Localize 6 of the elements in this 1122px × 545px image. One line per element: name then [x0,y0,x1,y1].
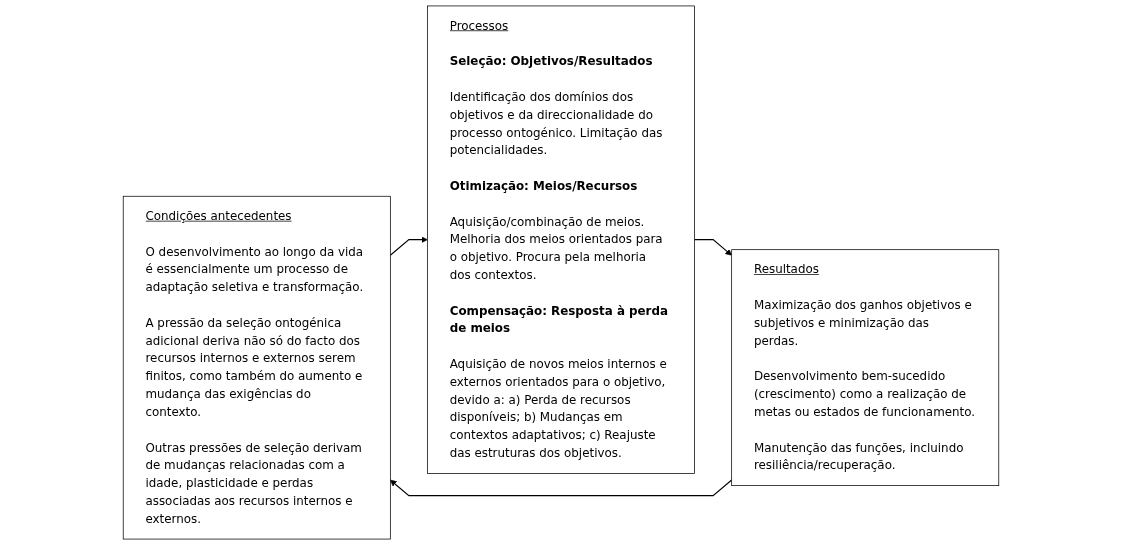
arrow [694,239,732,256]
arrow [390,479,733,497]
node-box: Condições antecedentes O desenvolvimento ao longo da vida é essencialmente um processo de adaptação seletiva e transformação. A pressão da seleção ontogénica adicional deriva não só do facto dos recursos internos e externos serem finitos, como também do aumento e mudança das exigências do contexto. Outras pressões de seleção derivam de mudanças relacionadas com a idade, plasticidade e perdas associadas aos recursos internos e externos. [122,195,391,540]
arrow [389,236,428,256]
node-box: Resultados Maximização dos ganhos objetivos e subjetivos e minimização das perdas. Desenvolvimento bem-sucedido (crescimento) como a realização de metas ou estados de funcionamento. Manutenção das funções, incluindo resiliência/recuperação. [731,249,1000,486]
node-box: Processos Seleção: Objetivos/Resultados Identificação dos domínios dos objetivos e da direccionalidade do processo ontogénico. Limitação das potencialidades. Otimização: Meios/Recursos Aquisição/combinação de meios. Melhoria dos meios orientados para o objetivo. Procura pela melhoria dos contextos. Compensação: Resposta à perda de meios Aquisição de novos meios internos e externos orientados para o objetivo, devido a: a) Perda de recursos disponíveis; b) Mudanças em contextos adaptativos; c) Reajuste das estruturas dos objetivos. [427,5,695,474]
